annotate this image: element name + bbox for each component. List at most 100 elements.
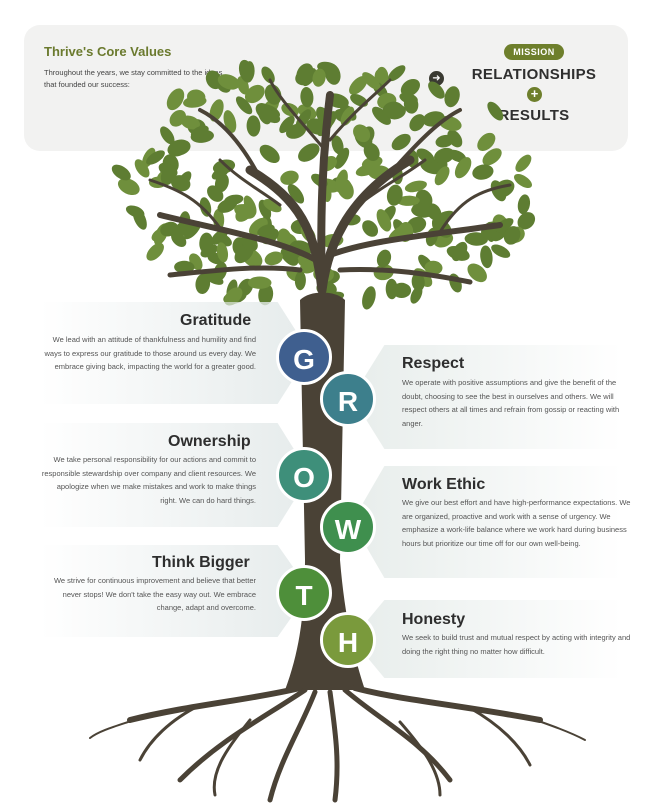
leaf	[244, 61, 255, 82]
tree-branches	[148, 78, 512, 295]
leaf	[376, 249, 392, 268]
leaf	[397, 195, 420, 206]
tree-roots	[89, 685, 586, 803]
leaf	[207, 185, 224, 202]
panel-think-bigger	[40, 545, 310, 637]
leaf	[391, 133, 411, 151]
leaf	[362, 286, 376, 310]
leaf	[424, 260, 443, 275]
leaf	[409, 114, 426, 132]
leaf	[334, 147, 350, 169]
leaf	[264, 84, 282, 105]
leaf	[467, 263, 487, 283]
leaf	[503, 226, 521, 245]
letter-circle-t: T	[276, 565, 332, 621]
leaf	[258, 283, 274, 306]
leaf	[412, 203, 435, 218]
leaf	[146, 150, 165, 165]
leaf	[117, 178, 140, 196]
leaf	[298, 143, 320, 162]
leaf	[392, 282, 412, 299]
panel-respect	[352, 345, 622, 449]
leaf	[205, 70, 222, 90]
leaf	[224, 287, 243, 306]
leaf	[444, 86, 460, 108]
value-title-think-bigger: Think Bigger	[152, 554, 250, 571]
leaf	[296, 63, 314, 84]
header-title: Thrive's Core Values	[44, 44, 172, 59]
letter-circle-o: O	[276, 447, 332, 503]
leaf	[376, 209, 392, 232]
leaf	[487, 101, 504, 121]
leaf	[514, 173, 532, 189]
leaf	[174, 260, 195, 274]
leaf	[287, 184, 305, 204]
panel-ownership	[40, 423, 310, 527]
leaf	[382, 101, 404, 118]
leaf	[362, 72, 381, 90]
leaf	[217, 74, 240, 90]
leaf	[264, 251, 283, 266]
letter-circle-g: G	[276, 329, 332, 385]
leaf	[111, 164, 131, 181]
leaf	[491, 244, 511, 258]
leaf	[166, 88, 185, 111]
leaf	[125, 205, 145, 218]
leaf	[454, 157, 472, 179]
value-text-ownership: We take personal responsibility for our …	[41, 455, 256, 505]
leaf	[247, 276, 272, 289]
value-text-respect: We operate with positive assumptions and…	[402, 378, 620, 428]
leaf	[446, 245, 470, 261]
leaf	[349, 75, 368, 95]
leaf	[262, 109, 281, 124]
leaf	[340, 106, 355, 126]
leaf	[372, 106, 391, 125]
mission-badge: MISSION	[504, 44, 564, 60]
leaf	[420, 159, 443, 175]
leaf	[515, 154, 532, 172]
leaf	[280, 170, 299, 185]
leaf	[261, 66, 275, 84]
leaf	[246, 115, 261, 137]
letter-circle-h: H	[320, 612, 376, 668]
leaf	[335, 169, 348, 193]
leaf	[244, 84, 265, 104]
leaf	[387, 65, 406, 82]
leaf	[434, 147, 455, 164]
plus-icon: +	[527, 87, 542, 102]
leaf	[353, 124, 371, 143]
leaf	[517, 212, 536, 230]
leaf	[235, 96, 253, 115]
leaf	[400, 78, 420, 97]
leaf	[257, 224, 275, 237]
leaf	[300, 87, 314, 108]
leaf	[286, 123, 307, 139]
leaf	[216, 242, 229, 263]
leaf	[199, 232, 214, 254]
value-title-work-ethic: Work Ethic	[402, 476, 486, 493]
value-title-respect: Respect	[402, 355, 465, 372]
leaf	[234, 204, 256, 219]
leaf	[294, 271, 306, 291]
leaf	[495, 218, 514, 233]
leaf	[167, 141, 187, 157]
leaf	[259, 144, 280, 164]
value-title-ownership: Ownership	[168, 433, 251, 450]
leaf	[170, 175, 191, 192]
value-title-gratitude: Gratitude	[180, 312, 252, 329]
leaf	[386, 184, 403, 206]
leaf	[160, 126, 175, 145]
leaf	[428, 81, 445, 99]
leaf	[224, 194, 244, 206]
leaf	[447, 129, 463, 148]
mission-results: RESULTS	[498, 107, 570, 124]
leaf	[434, 166, 450, 186]
mission-relationships: RELATIONSHIPS	[471, 66, 597, 83]
leaf	[362, 220, 379, 237]
leaf	[312, 68, 326, 87]
leaf	[223, 110, 237, 133]
letter-circle-w: W	[320, 499, 376, 555]
leaf	[187, 89, 206, 105]
leaf	[169, 109, 186, 127]
